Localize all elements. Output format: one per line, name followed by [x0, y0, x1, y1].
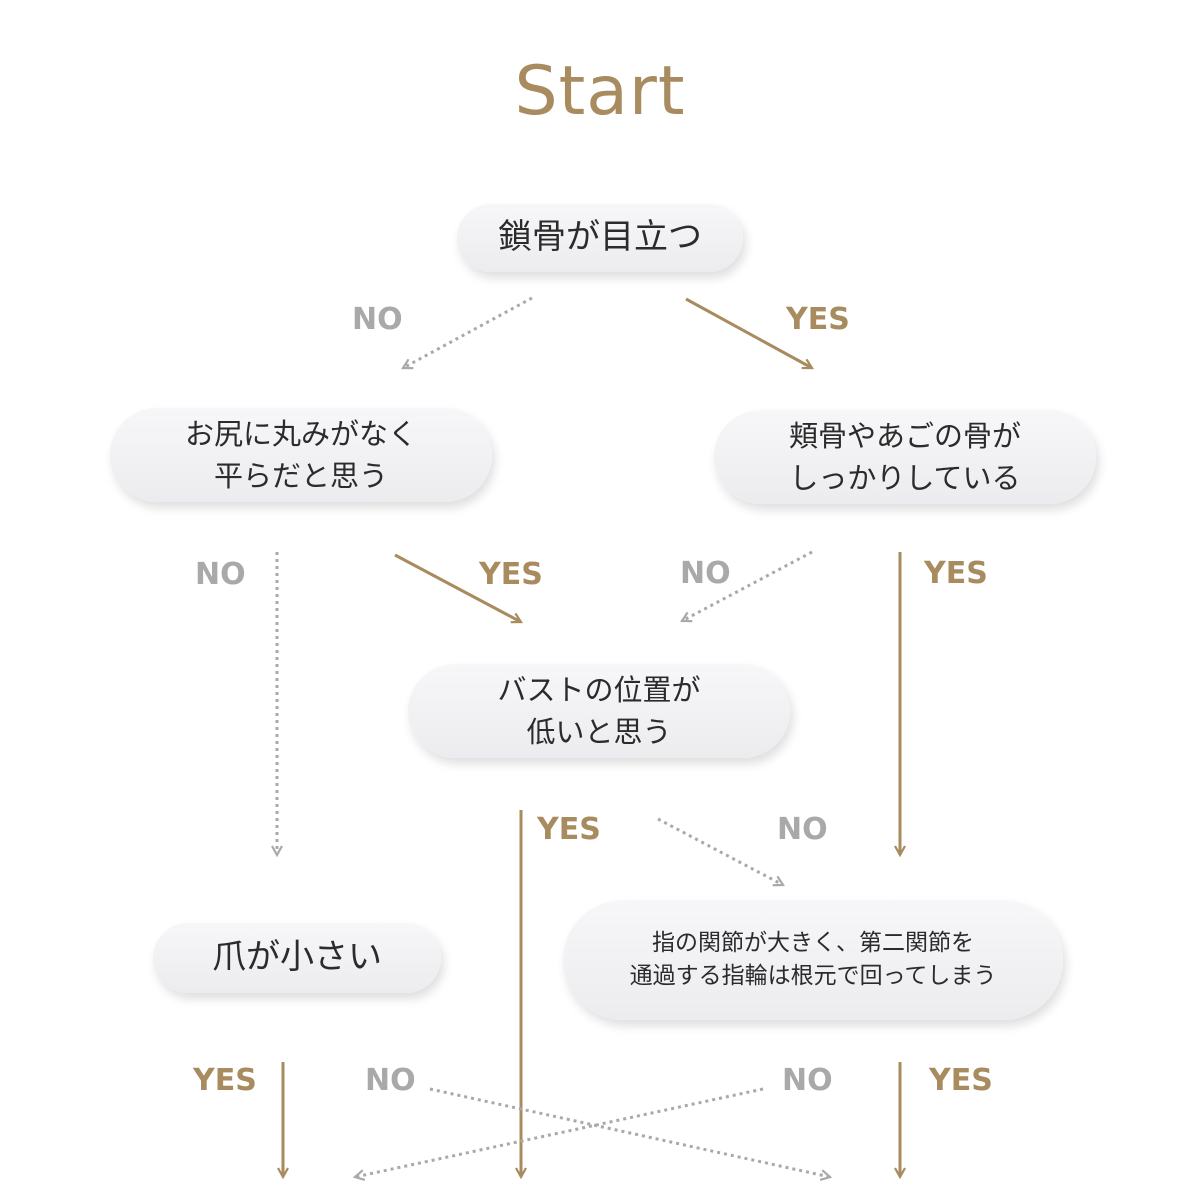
q1-yes-label: YES: [786, 302, 850, 337]
node-collarbone-label: 鎖骨が目立つ: [498, 217, 702, 258]
q4-no-label: NO: [777, 812, 828, 847]
node-cheekbones-label: 頬骨やあごの骨が しっかりしている: [788, 418, 1021, 495]
q5-yes-label: YES: [193, 1063, 257, 1098]
q1-yes-arrow: [685, 297, 814, 370]
node-flat-hips-label: お尻に丸みがなく 平らだと思う: [184, 416, 417, 493]
node-flat-hips: お尻に丸みがなく 平らだと思う: [110, 408, 492, 502]
node-low-bust-label: バストの位置が 低いと思う: [497, 672, 701, 749]
q4-no-arrow: [657, 817, 786, 887]
node-finger-joints: 指の関節が大きく、第二関節を 通過する指輪は根元で回ってしまう: [563, 900, 1063, 1020]
node-finger-joints-label: 指の関節が大きく、第二関節を 通過する指輪は根元で回ってしまう: [629, 929, 997, 989]
q6-no-arrow: [352, 1087, 764, 1182]
q1-no-arrow: [401, 296, 533, 370]
q4-yes-label: YES: [537, 812, 601, 847]
node-collarbone: 鎖骨が目立つ: [457, 204, 743, 272]
q6-yes-label: YES: [929, 1063, 993, 1098]
flowchart-title: Start: [514, 52, 686, 131]
q2-yes-label: YES: [479, 557, 543, 592]
node-low-bust: バストの位置が 低いと思う: [408, 664, 790, 758]
q1-no-label: NO: [352, 302, 403, 337]
q3-yes-label: YES: [924, 556, 988, 591]
node-small-nails: 爪が小さい: [153, 923, 441, 993]
q2-yes-arrow: [394, 553, 523, 624]
q6-no-label: NO: [782, 1063, 833, 1098]
node-cheekbones: 頬骨やあごの骨が しっかりしている: [714, 410, 1096, 504]
q5-no-label: NO: [365, 1063, 416, 1098]
q2-no-label: NO: [195, 557, 246, 592]
q5-no-arrow: [429, 1087, 833, 1182]
node-small-nails-label: 爪が小さい: [212, 937, 382, 978]
q3-no-label: NO: [680, 556, 731, 591]
